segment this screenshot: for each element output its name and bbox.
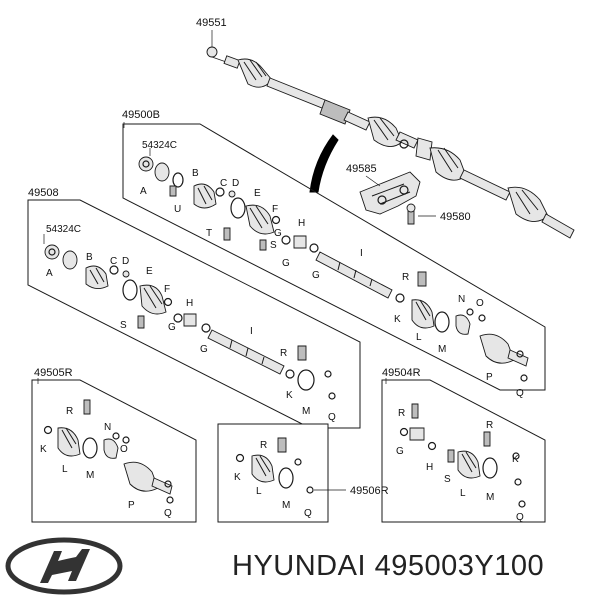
svg-text:Q: Q (516, 388, 524, 399)
pointer-arrow (309, 134, 339, 193)
svg-text:O: O (476, 298, 484, 309)
callout-49508: 49508 (28, 187, 59, 199)
nut-49551 (206, 46, 218, 58)
svg-text:E: E (254, 188, 261, 199)
callout-49580: 49580 (440, 211, 471, 223)
svg-text:M: M (302, 406, 310, 417)
svg-text:S: S (270, 240, 277, 251)
svg-text:M: M (282, 500, 290, 511)
svg-text:R: R (398, 408, 405, 419)
letters-49504R: R G H S R L M K Q (396, 408, 524, 523)
svg-text:Q: Q (164, 508, 172, 519)
svg-text:H: H (298, 218, 305, 229)
svg-text:T: T (206, 228, 212, 239)
panel-49500B (122, 122, 546, 391)
hyundai-logo-icon (5, 537, 123, 595)
svg-text:G: G (312, 270, 320, 281)
svg-text:I: I (360, 248, 363, 259)
svg-text:R: R (260, 440, 267, 451)
svg-text:F: F (164, 284, 170, 295)
svg-text:C: C (220, 178, 227, 189)
svg-text:S: S (120, 320, 127, 331)
panel-49505R (31, 378, 197, 523)
svg-text:I: I (250, 326, 253, 337)
svg-text:K: K (40, 444, 47, 455)
svg-text:B: B (192, 168, 199, 179)
svg-text:Q: Q (328, 412, 336, 423)
letters-49508: A B C D E F G S H G I R K M Q (46, 252, 336, 423)
svg-text:C: C (110, 256, 117, 267)
svg-text:M: M (86, 470, 94, 481)
svg-text:K: K (394, 314, 401, 325)
svg-text:M: M (486, 492, 494, 503)
svg-text:R: R (486, 420, 493, 431)
callout-49500B: 49500B (122, 109, 160, 121)
bracket-49585 (359, 171, 436, 225)
svg-text:D: D (122, 256, 129, 267)
panel-49504R (381, 378, 546, 523)
driveshaft-assembly-top (206, 30, 575, 239)
svg-text:A: A (140, 186, 147, 197)
svg-text:M: M (438, 344, 446, 355)
svg-text:F: F (272, 204, 278, 215)
letters-49505R: R K L M N O P Q (40, 406, 172, 519)
svg-text:G: G (396, 446, 404, 457)
svg-text:Q: Q (516, 512, 524, 523)
panel-49508 (27, 199, 361, 429)
svg-text:Q: Q (304, 508, 312, 519)
callout-49551: 49551 (196, 17, 227, 29)
svg-text:P: P (486, 372, 493, 383)
callout-49505R: 49505R (34, 367, 73, 379)
svg-text:K: K (286, 390, 293, 401)
callout-49585: 49585 (346, 163, 377, 175)
svg-text:L: L (256, 486, 262, 497)
svg-text:K: K (512, 454, 519, 465)
svg-text:E: E (146, 266, 153, 277)
svg-text:H: H (426, 462, 433, 473)
svg-text:B: B (86, 252, 93, 263)
callout-54324C-b: 54324C (46, 224, 81, 235)
letters-49500B: A B U C D E T F G S G H G I R K L M N O … (140, 168, 524, 399)
letters-49506R: R K L M Q (234, 440, 312, 519)
svg-text:L: L (62, 464, 68, 475)
brand-name: HYUNDAI (232, 550, 367, 582)
svg-text:K: K (234, 472, 241, 483)
svg-text:G: G (282, 258, 290, 269)
svg-text:H: H (186, 298, 193, 309)
svg-text:D: D (232, 178, 239, 189)
panel-49506R (217, 423, 346, 523)
svg-text:L: L (416, 332, 422, 343)
callout-49506R: 49506R (350, 485, 389, 497)
svg-text:S: S (444, 474, 451, 485)
svg-text:R: R (402, 272, 409, 283)
callout-54324C-a: 54324C (142, 140, 177, 151)
svg-text:G: G (168, 322, 176, 333)
svg-text:N: N (458, 294, 465, 305)
svg-text:P: P (128, 500, 135, 511)
svg-text:R: R (66, 406, 73, 417)
brand-part-number: HYUNDAI 495003Y100 (232, 550, 544, 583)
svg-text:G: G (274, 228, 282, 239)
part-number: 495003Y100 (374, 550, 545, 582)
svg-text:L: L (460, 488, 466, 499)
svg-text:O: O (120, 444, 128, 455)
svg-text:N: N (104, 422, 111, 433)
callout-49504R: 49504R (382, 367, 421, 379)
svg-text:G: G (200, 344, 208, 355)
svg-text:R: R (280, 348, 287, 359)
svg-text:U: U (174, 204, 181, 215)
svg-text:A: A (46, 268, 53, 279)
